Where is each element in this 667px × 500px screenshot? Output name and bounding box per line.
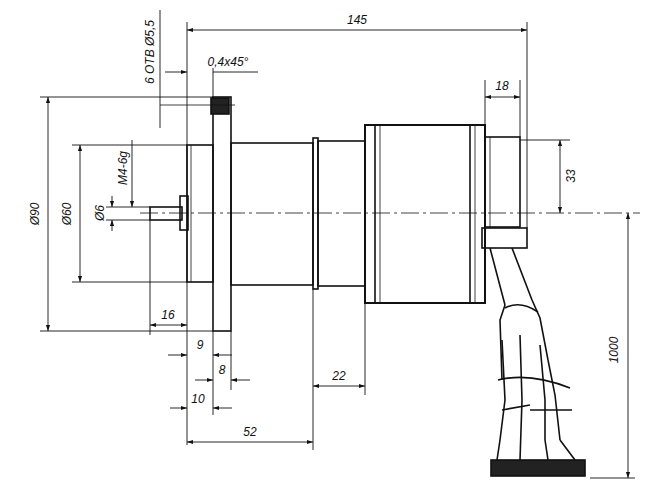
dimension-label: 0,4х45° bbox=[207, 56, 250, 68]
dimension-label: Ø6 bbox=[94, 204, 106, 222]
dimension-label: 1000 bbox=[608, 336, 620, 365]
dimension-label: 10 bbox=[190, 393, 205, 405]
dimension-label: Ø90 bbox=[29, 202, 41, 227]
dimension-label: 6 ОТВ Ø5,5 bbox=[144, 19, 156, 85]
dimension-label: 16 bbox=[160, 309, 175, 321]
dimension-label: 145 bbox=[346, 14, 368, 26]
dimension-label: М4-6g bbox=[117, 150, 129, 186]
dimension-label: Ø60 bbox=[61, 202, 73, 227]
dimension-label: 33 bbox=[565, 168, 577, 183]
dimension-label: 22 bbox=[331, 370, 346, 382]
dimension-label: 18 bbox=[494, 80, 509, 92]
dimension-label: 9 bbox=[196, 339, 205, 351]
dimension-label: 52 bbox=[242, 426, 257, 438]
dimension-label: 8 bbox=[218, 364, 227, 376]
